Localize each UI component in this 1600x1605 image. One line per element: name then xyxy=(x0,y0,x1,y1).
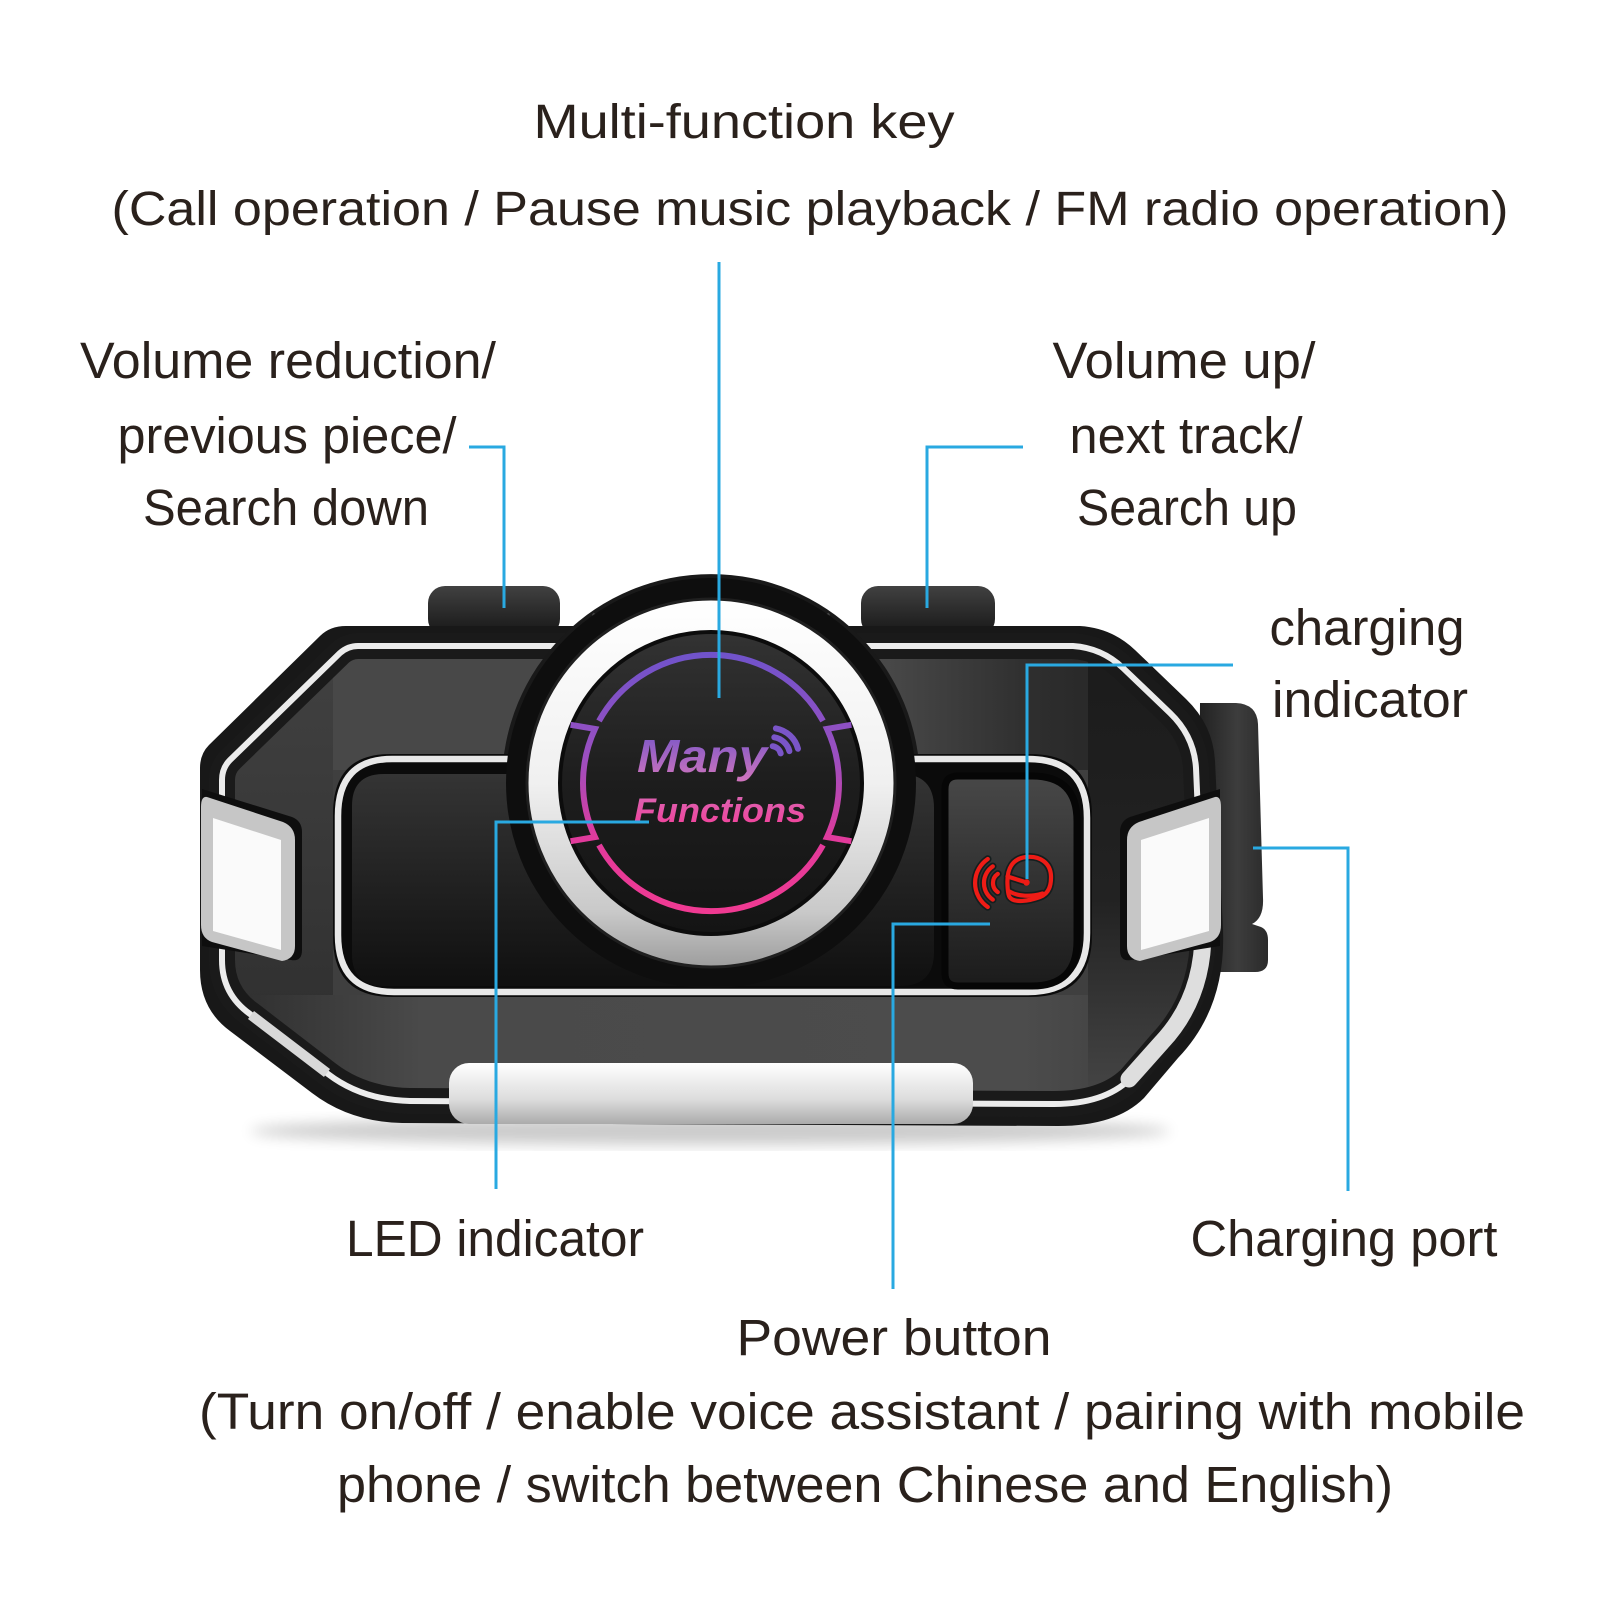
svg-text:Many: Many xyxy=(637,730,770,782)
svg-text:(Turn on/off / enable voice as: (Turn on/off / enable voice assistant / … xyxy=(199,1383,1525,1440)
svg-text:charging: charging xyxy=(1270,599,1465,656)
svg-text:Functions: Functions xyxy=(634,792,806,830)
svg-text:(Call operation / Pause music: (Call operation / Pause music playback /… xyxy=(112,183,1509,236)
svg-text:phone / switch between Chinese: phone / switch between Chinese and Engli… xyxy=(337,1456,1393,1513)
svg-text:Search down: Search down xyxy=(143,479,429,536)
svg-text:indicator: indicator xyxy=(1272,671,1468,728)
svg-text:Search up: Search up xyxy=(1077,479,1297,536)
svg-text:Volume reduction/: Volume reduction/ xyxy=(80,332,497,389)
svg-text:Charging port: Charging port xyxy=(1191,1210,1498,1267)
svg-text:LED indicator: LED indicator xyxy=(346,1210,644,1267)
svg-text:next track/: next track/ xyxy=(1070,407,1304,464)
svg-text:previous piece/: previous piece/ xyxy=(118,407,458,464)
svg-text:Power button: Power button xyxy=(737,1309,1052,1366)
svg-text:Volume up/: Volume up/ xyxy=(1053,332,1317,389)
svg-text:Multi-function key: Multi-function key xyxy=(534,96,955,149)
